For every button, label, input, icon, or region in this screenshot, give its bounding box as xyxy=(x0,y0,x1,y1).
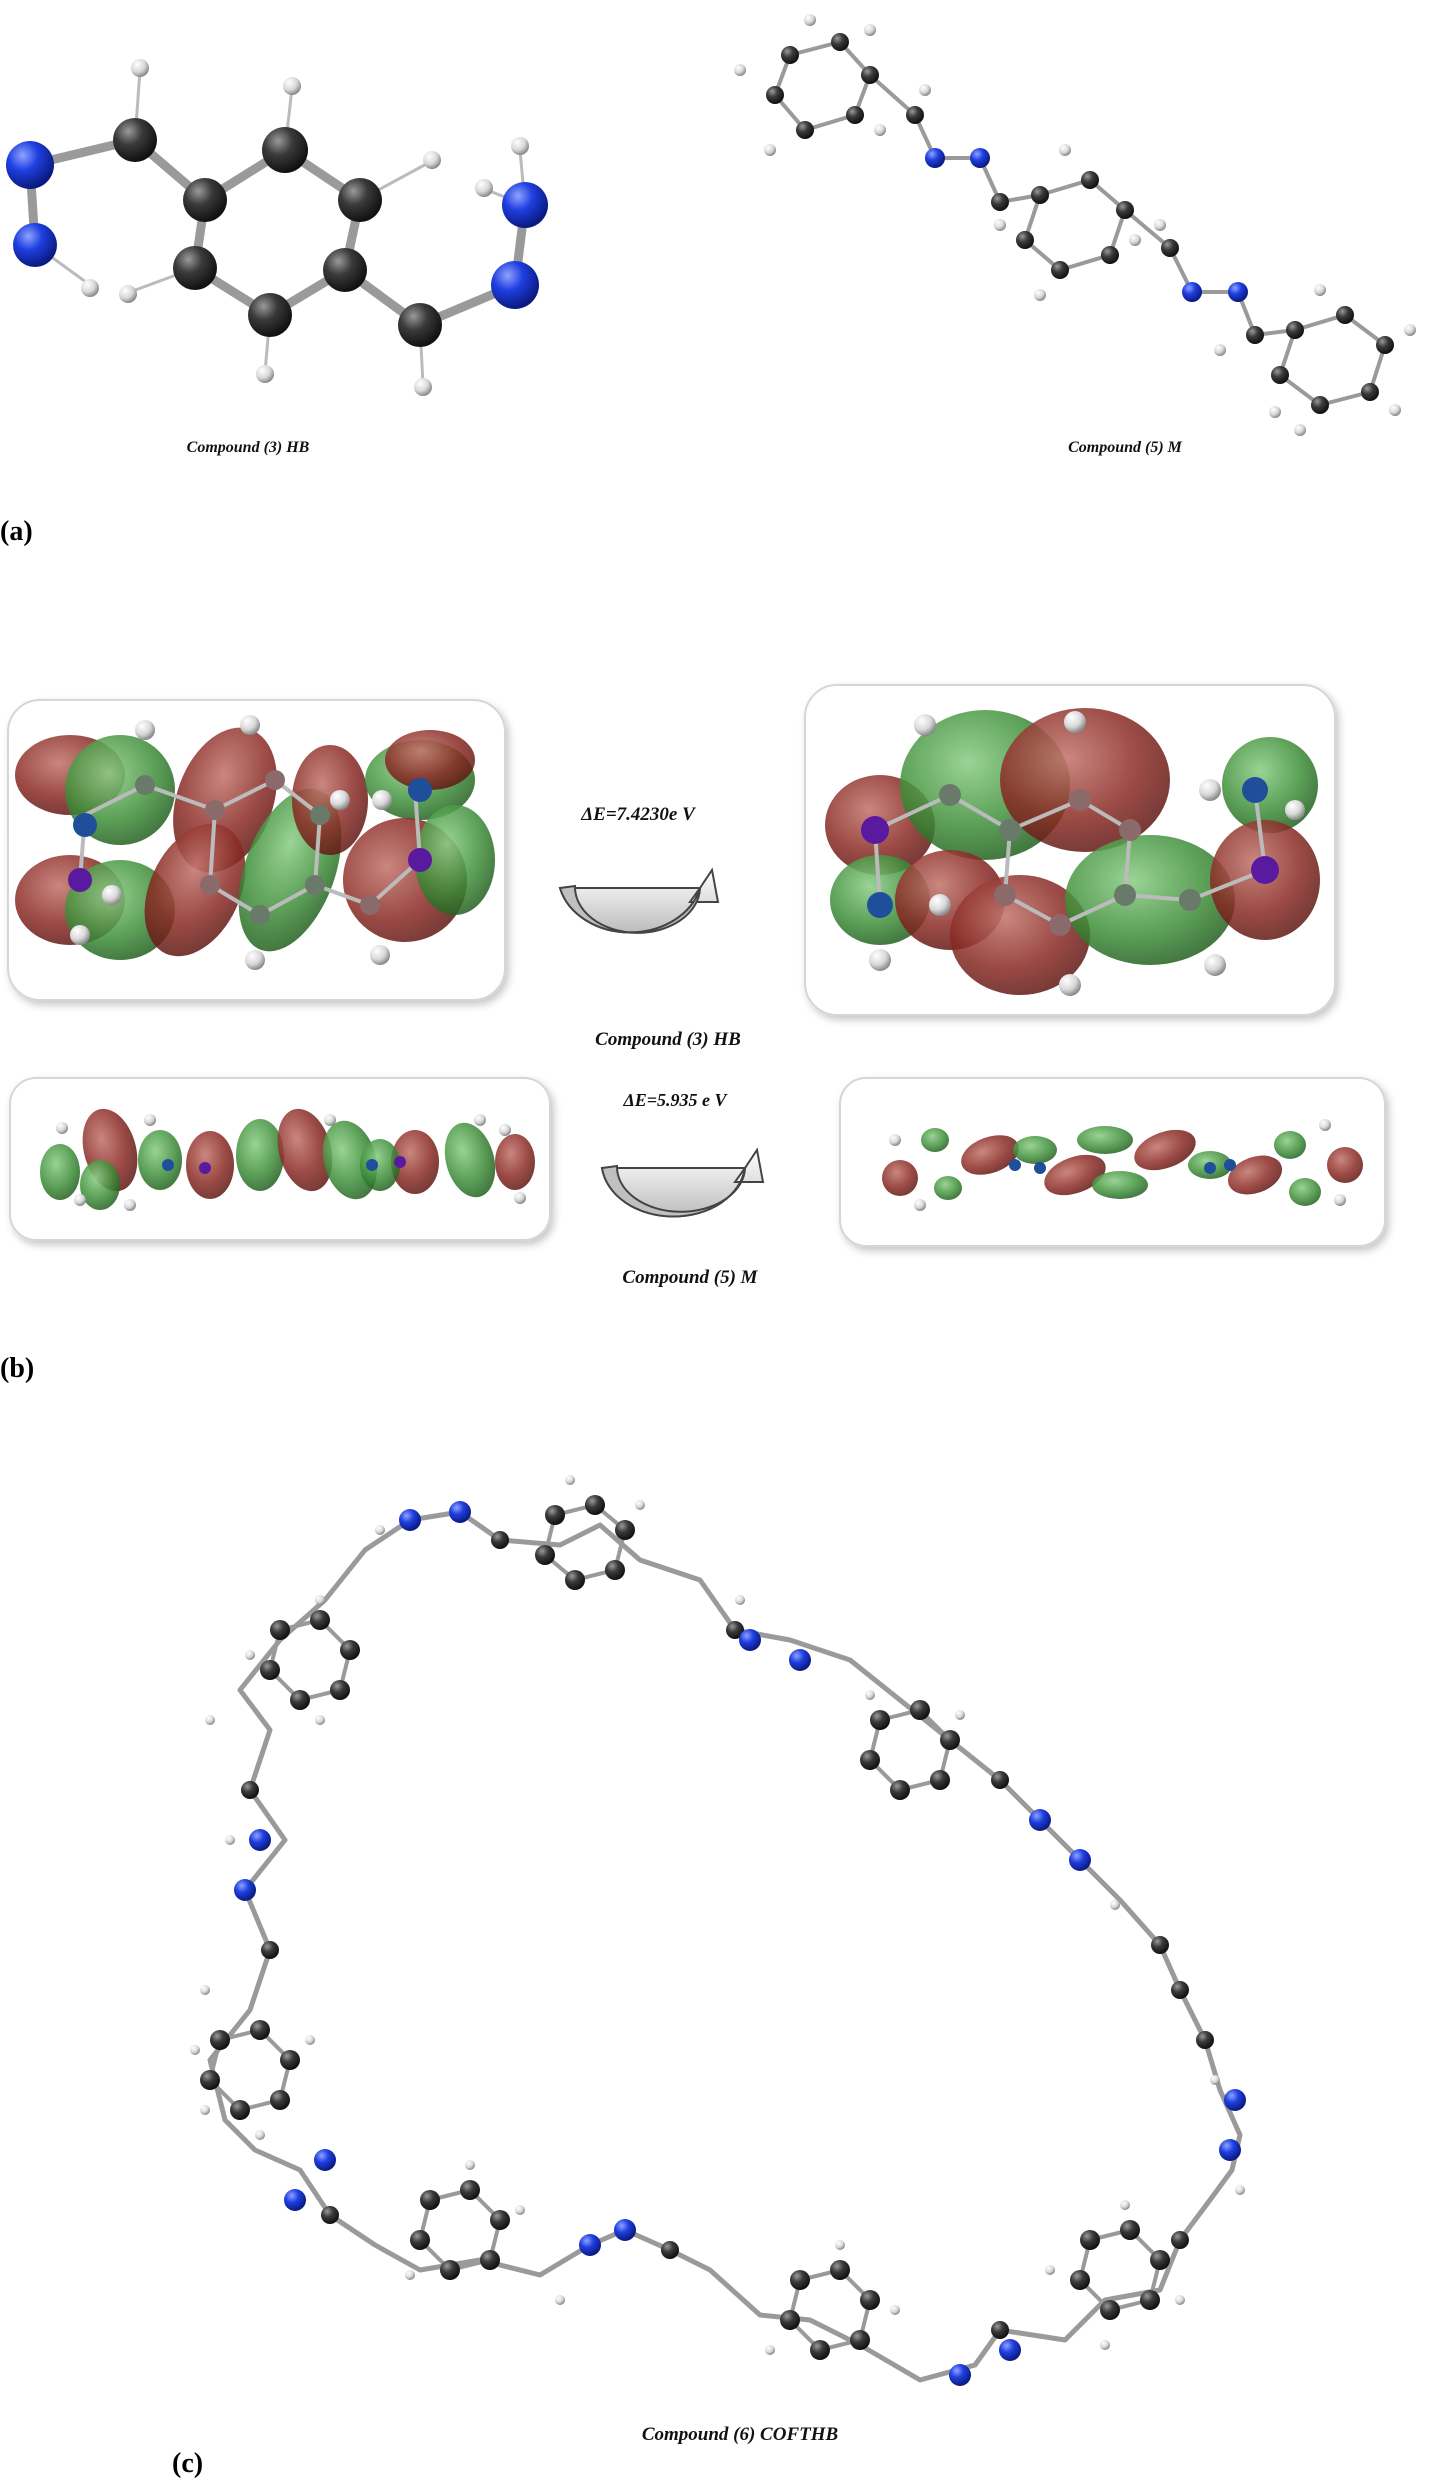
transition-arrow-hb xyxy=(558,867,720,934)
panel-label-a: (a) xyxy=(0,516,33,547)
energy-gap-hb: ΔE=7.4230e V xyxy=(580,804,696,825)
molecule-m-ballstick xyxy=(734,14,1416,436)
panel-label-b: (b) xyxy=(0,1353,34,1384)
caption-hb-b: Compound (3) HB xyxy=(595,1029,741,1050)
panel-c: Compound (6) COFTHB (c) xyxy=(172,1475,1246,2479)
orbital-box-hb-homo xyxy=(7,699,506,1001)
caption-cofthb: Compound (6) COFTHB xyxy=(642,2424,838,2445)
macrocycle-backbone xyxy=(207,1509,1243,2383)
orbital-box-m-lumo xyxy=(839,1077,1386,1247)
orbital-box-hb-lumo xyxy=(804,684,1336,1016)
molecule-hb-ballstick xyxy=(6,59,548,396)
orbital-lobes-m-lumo xyxy=(882,1126,1363,1206)
orbital-lobes-m-homo xyxy=(40,1108,535,1210)
orbital-lobes-hb-homo xyxy=(15,727,495,960)
caption-m-b: Compound (5) M xyxy=(622,1267,758,1288)
energy-gap-m: ΔE=5.935 e V xyxy=(622,1090,728,1110)
panel-b: ΔE=7.4230e V xyxy=(0,684,1386,1384)
caption-m-a: Compound (5) M xyxy=(1068,439,1183,456)
caption-hb-a: Compound (3) HB xyxy=(187,439,310,456)
orbital-box-m-homo xyxy=(9,1077,551,1241)
panel-label-c: (c) xyxy=(172,2448,203,2479)
panel-a: Compound (3) HB xyxy=(0,14,1416,547)
transition-arrow-m xyxy=(600,1147,765,1218)
molecule-cofthb-ballstick xyxy=(190,1475,1246,2386)
